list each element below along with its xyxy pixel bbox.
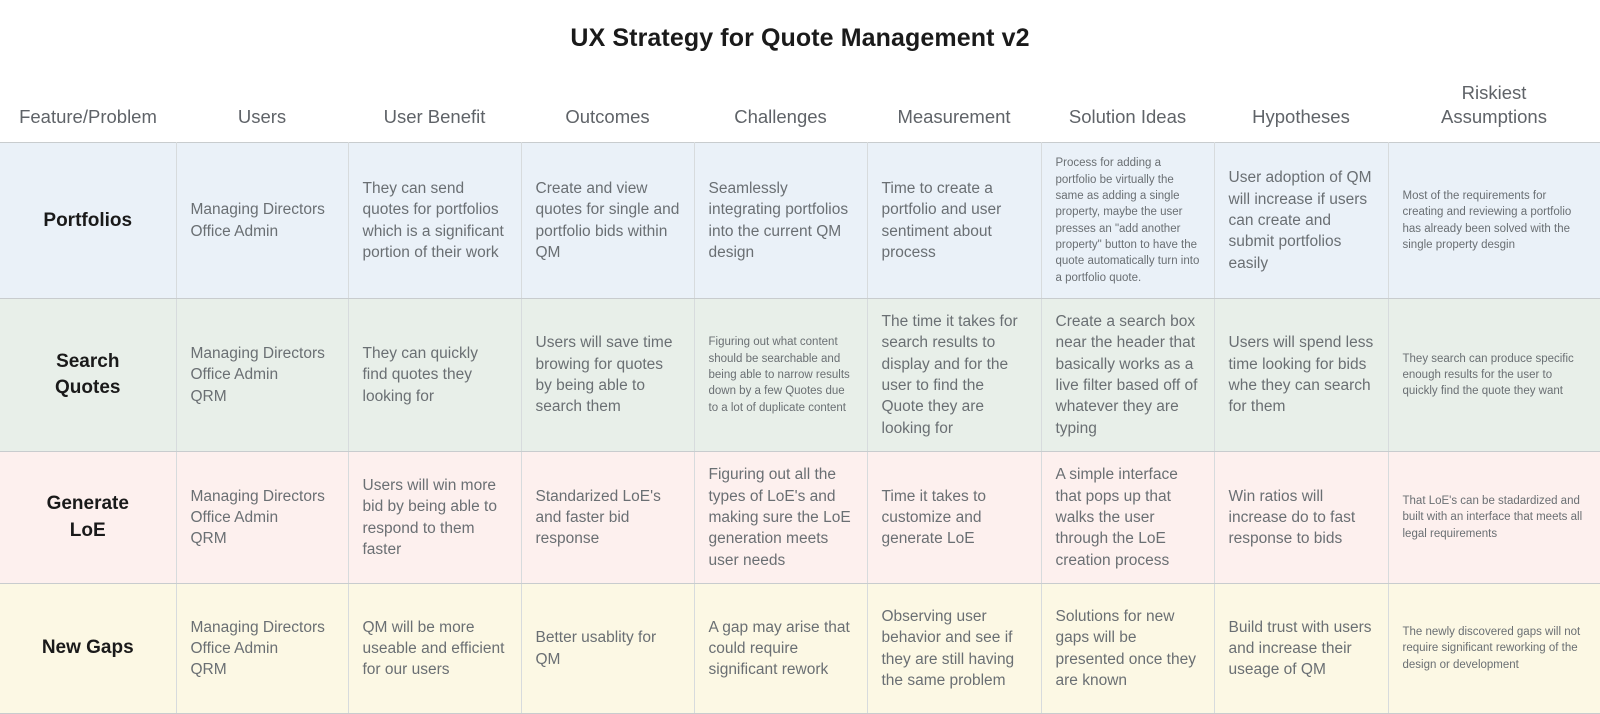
- cell-measurement: The time it takes for search results to …: [866, 297, 1042, 453]
- cell-text: Process for adding a portfolio be virtua…: [1055, 157, 1200, 284]
- header-row: Feature/Problem Users User Benefit Outco…: [0, 81, 1600, 143]
- cell-solution-ideas: Solutions for new gaps will be presented…: [1040, 583, 1215, 714]
- cell-user-benefit: Users will win more bid by being able to…: [347, 451, 522, 585]
- cell-text: Create a search box near the header that…: [1055, 312, 1198, 437]
- table-row: Search Quotes Managing Directors Office …: [0, 297, 1600, 453]
- column-header-hypotheses: Hypotheses: [1214, 81, 1388, 143]
- cell-text: Managing Directors Office Admin: [190, 201, 325, 240]
- cell-text: Managing Directors Office Admin QRM: [190, 345, 325, 405]
- table-row: Portfolios Managing Directors Office Adm…: [0, 142, 1600, 299]
- cell-users: Managing Directors Office Admin QRM: [175, 451, 349, 585]
- table-body: Portfolios Managing Directors Office Adm…: [0, 142, 1600, 714]
- cell-riskiest-assumptions: That LoE's can be stadardized and built …: [1387, 451, 1600, 585]
- table-row: Generate LoE Managing Directors Office A…: [0, 451, 1600, 585]
- cell-text: Solutions for new gaps will be presented…: [1055, 607, 1196, 689]
- row-label-cell: Portfolios: [0, 142, 177, 299]
- cell-text: Observing user behavior and see if they …: [881, 607, 1015, 689]
- column-header-measurement: Measurement: [867, 81, 1041, 143]
- cell-users: Managing Directors Office Admin QRM: [175, 583, 349, 714]
- cell-text: Time to create a portfolio and user sent…: [881, 179, 1002, 262]
- cell-text: Managing Directors Office Admin QRM: [190, 618, 325, 679]
- cell-hypotheses: Win ratios will increase do to fast resp…: [1213, 451, 1389, 585]
- cell-user-benefit: They can send quotes for portfolios whic…: [347, 142, 522, 299]
- cell-measurement: Time to create a portfolio and user sent…: [866, 142, 1042, 299]
- cell-text: Build trust with users and increase thei…: [1228, 618, 1372, 679]
- column-header-riskiest-assumptions: Riskiest Assumptions: [1388, 81, 1600, 143]
- column-header-solution-ideas: Solution Ideas: [1041, 81, 1214, 143]
- cell-challenges: Figuring out all the types of LoE's and …: [693, 451, 868, 585]
- cell-text: The newly discovered gaps will not requi…: [1402, 626, 1581, 671]
- cell-solution-ideas: A simple interface that pops up that wal…: [1040, 451, 1215, 585]
- cell-hypotheses: Build trust with users and increase thei…: [1213, 583, 1389, 714]
- strategy-matrix-table: Feature/Problem Users User Benefit Outco…: [0, 81, 1600, 714]
- column-header-feature-problem: Feature/Problem: [0, 81, 176, 143]
- cell-users: Managing Directors Office Admin: [175, 142, 349, 299]
- cell-challenges: A gap may arise that could require signi…: [693, 583, 868, 714]
- table-row: New Gaps Managing Directors Office Admin…: [0, 583, 1600, 714]
- cell-users: Managing Directors Office Admin QRM: [175, 297, 349, 453]
- column-header-outcomes: Outcomes: [521, 81, 694, 143]
- cell-text: They can send quotes for portfolios whic…: [362, 179, 504, 262]
- cell-text: Figuring out what content should be sear…: [708, 336, 850, 414]
- cell-user-benefit: They can quickly find quotes they lookin…: [347, 297, 522, 453]
- cell-text: Managing Directors Office Admin QRM: [190, 487, 325, 548]
- cell-riskiest-assumptions: The newly discovered gaps will not requi…: [1387, 583, 1600, 714]
- cell-riskiest-assumptions: Most of the requirements for creating an…: [1387, 142, 1600, 299]
- cell-hypotheses: User adoption of QM will increase if use…: [1213, 142, 1389, 299]
- cell-outcomes: Users will save time browing for quotes …: [520, 297, 695, 453]
- cell-text: Seamlessly integrating portfolios into t…: [708, 179, 849, 262]
- table-header: Feature/Problem Users User Benefit Outco…: [0, 81, 1600, 143]
- cell-riskiest-assumptions: They search can produce specific enough …: [1387, 297, 1600, 453]
- cell-outcomes: Better usablity for QM: [520, 583, 695, 714]
- row-label-cell: New Gaps: [0, 583, 177, 714]
- row-label-cell: Generate LoE: [0, 451, 177, 585]
- cell-solution-ideas: Process for adding a portfolio be virtua…: [1040, 142, 1215, 299]
- cell-measurement: Time it takes to customize and generate …: [866, 451, 1042, 585]
- ux-strategy-board: UX Strategy for Quote Management v2 Feat…: [0, 24, 1600, 714]
- cell-challenges: Seamlessly integrating portfolios into t…: [693, 142, 868, 299]
- cell-user-benefit: QM will be more useable and efficient fo…: [347, 583, 522, 714]
- cell-text: A gap may arise that could require signi…: [708, 618, 850, 679]
- cell-text: The time it takes for search results to …: [881, 312, 1018, 437]
- cell-text: Create and view quotes for single and po…: [535, 179, 680, 262]
- column-header-users: Users: [176, 81, 348, 143]
- cell-text: Users will spend less time looking for b…: [1228, 334, 1374, 416]
- cell-text: Figuring out all the types of LoE's and …: [708, 466, 851, 569]
- cell-outcomes: Create and view quotes for single and po…: [520, 142, 695, 299]
- cell-text: QM will be more useable and efficient fo…: [362, 618, 505, 679]
- column-header-user-benefit: User Benefit: [348, 81, 521, 143]
- column-header-challenges: Challenges: [694, 81, 867, 143]
- cell-text: Time it takes to customize and generate …: [881, 487, 987, 548]
- row-label-cell: Search Quotes: [0, 297, 177, 453]
- cell-text: A simple interface that pops up that wal…: [1055, 466, 1178, 569]
- cell-text: That LoE's can be stadardized and built …: [1402, 495, 1583, 540]
- cell-outcomes: Standarized LoE's and faster bid respons…: [520, 451, 695, 585]
- cell-text: User adoption of QM will increase if use…: [1228, 169, 1372, 272]
- cell-solution-ideas: Create a search box near the header that…: [1040, 297, 1215, 453]
- cell-text: Most of the requirements for creating an…: [1402, 190, 1572, 251]
- cell-text: Win ratios will increase do to fast resp…: [1228, 487, 1356, 548]
- cell-text: Standarized LoE's and faster bid respons…: [535, 487, 661, 548]
- page-title: UX Strategy for Quote Management v2: [570, 24, 1030, 52]
- cell-challenges: Figuring out what content should be sear…: [693, 297, 868, 453]
- cell-hypotheses: Users will spend less time looking for b…: [1213, 297, 1389, 453]
- cell-text: Users will win more bid by being able to…: [362, 476, 497, 559]
- cell-measurement: Observing user behavior and see if they …: [866, 583, 1042, 714]
- cell-text: They search can produce specific enough …: [1402, 352, 1574, 398]
- cell-text: Users will save time browing for quotes …: [535, 334, 673, 416]
- cell-text: Better usablity for QM: [535, 629, 657, 668]
- cell-text: They can quickly find quotes they lookin…: [362, 345, 478, 405]
